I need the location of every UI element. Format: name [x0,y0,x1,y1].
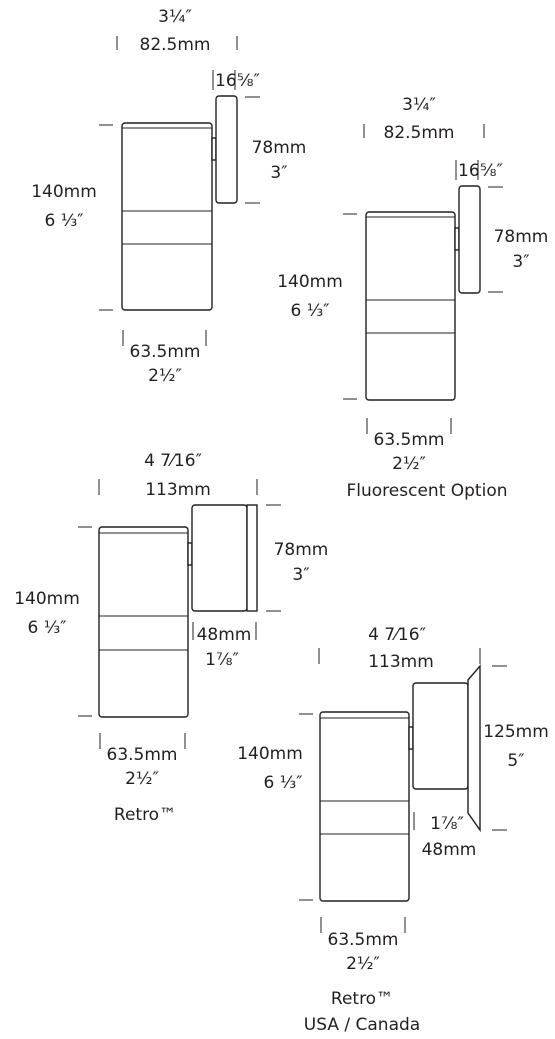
fl-plate-in: 3″ [512,252,529,272]
fl-wall-plate [458,185,481,294]
fl-fixture-body [365,211,456,401]
na-caption-line2: USA / Canada [304,1015,420,1035]
fl-caption: Fluorescent Option [347,481,508,501]
fl-mount-in: ⅝″ [480,161,503,181]
na-base-in: 2½″ [346,954,380,974]
na-caption-line1: Retro™ [331,989,393,1009]
na-height-mm: 140mm [237,744,303,764]
na-width-mm: 113mm [368,652,434,672]
retro-base-in: 2½″ [125,769,159,789]
std-fixture-body [121,122,213,311]
fl-base-in: 2½″ [392,454,426,474]
std-base-in: 2½″ [148,366,182,386]
retro-box [191,504,248,612]
fl-width-in: 3¼″ [402,95,436,115]
drawing-retro-usa-canada: 4 7⁄16″ 113mm 140mm 6 ⅓″ 125mm 5″ 1⅞″ 48… [237,625,549,1035]
na-box [412,682,469,790]
retro-width-mm: 113mm [145,480,211,500]
fl-base-mm: 63.5mm [374,430,445,450]
na-plate-in: 5″ [507,751,524,771]
retro-plate-in: 3″ [292,565,309,585]
na-box-mm: 48mm [422,840,477,860]
std-plate-mm: 78mm [252,138,307,158]
na-height-in: 6 ⅓″ [263,773,302,793]
std-width-mm: 82.5mm [140,35,211,55]
na-width-in: 4 7⁄16″ [368,625,426,645]
drawing-fluorescent: 3¼″ 82.5mm 16 ⅝″ 140mm 6 ⅓″ 78mm 3″ 63.5… [277,95,548,501]
std-mount-in: ⅝″ [237,71,260,91]
std-width-in: 3¼″ [158,7,192,27]
retro-box-in: 1⅞″ [205,650,239,670]
std-plate-in: 3″ [270,163,287,183]
retro-wall-plate [246,504,258,612]
std-wall-plate [215,95,238,204]
fl-width-mm: 82.5mm [384,123,455,143]
retro-width-in: 4 7⁄16″ [144,451,202,471]
retro-plate-mm: 78mm [274,540,329,560]
fl-plate-mm: 78mm [494,227,549,247]
na-fixture-body [319,711,410,902]
na-box-in: 1⅞″ [430,814,464,834]
std-height-mm: 140mm [31,182,97,202]
na-plate-mm: 125mm [483,722,549,742]
na-base-mm: 63.5mm [328,930,399,950]
fl-height-mm: 140mm [277,272,343,292]
fl-mount-mm: 16 [458,161,480,181]
retro-height-mm: 140mm [14,589,80,609]
retro-caption: Retro™ [114,805,176,825]
retro-base-mm: 63.5mm [107,745,178,765]
drawing-standard: 3¼″ 82.5mm 16 ⅝″ 140mm 6 ⅓″ 78mm 3″ 63.5… [31,7,306,386]
fl-height-in: 6 ⅓″ [290,301,329,321]
std-mount-mm: 16 [215,71,237,91]
retro-height-in: 6 ⅓″ [27,618,66,638]
na-wall-plate [467,664,481,833]
retro-box-mm: 48mm [197,625,252,645]
std-height-in: 6 ⅓″ [44,211,83,231]
retro-fixture-body [98,526,189,718]
drawing-retro: 4 7⁄16″ 113mm 140mm 6 ⅓″ 78mm 3″ 48mm 1⅞… [14,451,328,825]
std-base-mm: 63.5mm [130,342,201,362]
